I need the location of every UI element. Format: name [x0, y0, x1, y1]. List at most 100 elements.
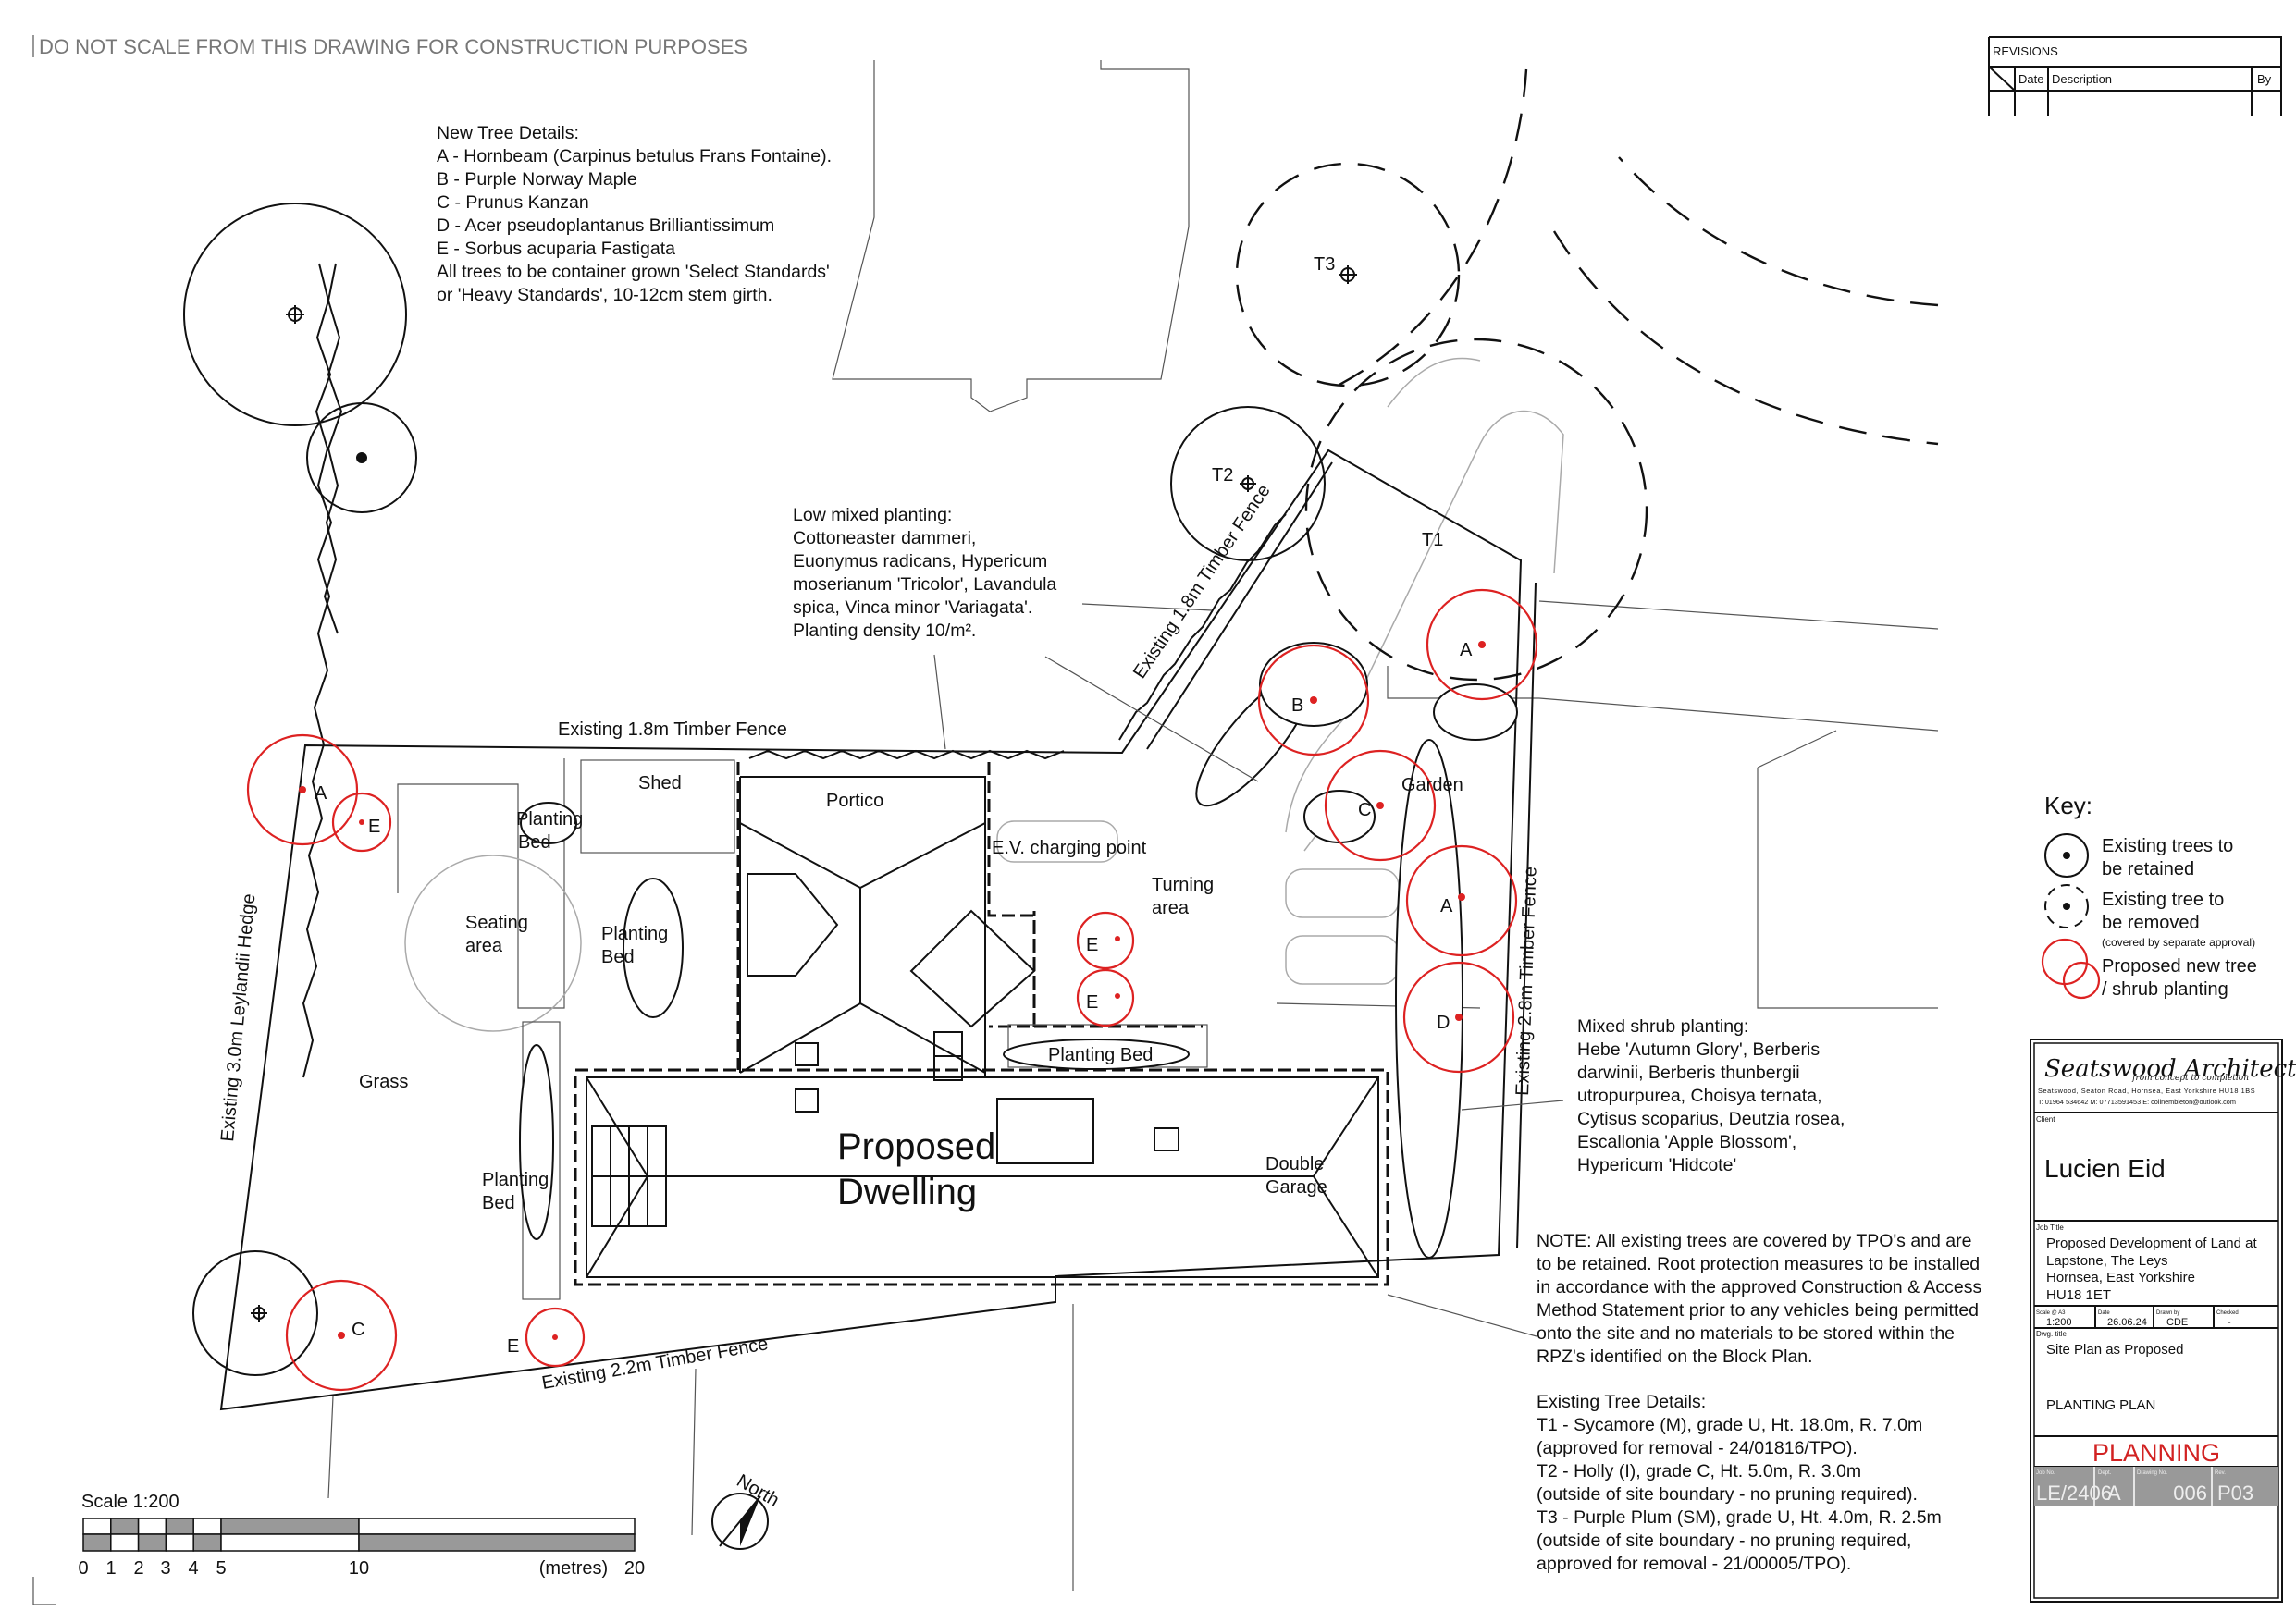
job-title-line: Lapstone, The Leys — [2046, 1253, 2167, 1269]
scale-tick: 2 — [133, 1558, 143, 1579]
scale-tick: 10 — [349, 1558, 369, 1579]
note-line: Escallonia 'Apple Blossom', — [1577, 1132, 1796, 1152]
note-line: All trees to be container grown 'Select … — [437, 262, 830, 282]
label-proposed-dwelling: Proposed — [837, 1126, 995, 1167]
tpo-note: NOTE: All existing trees are covered by … — [1537, 1231, 1982, 1367]
note-line: (outside of site boundary - no pruning r… — [1537, 1484, 1918, 1505]
label-hedge: Existing 3.0m Leylandii Hedge — [217, 892, 259, 1142]
note-line: or 'Heavy Standards', 10-12cm stem girth… — [437, 285, 772, 305]
note-line: NOTE: All existing trees are covered by … — [1537, 1231, 1972, 1251]
label-fence-diagonal: Existing 1.8m Timber Fence — [1129, 481, 1275, 682]
job-title-line: Proposed Development of Land at — [2046, 1236, 2257, 1251]
label-seating: Seating — [465, 913, 528, 933]
date-label: Date — [2098, 1310, 2110, 1316]
label-planting-bed: Bed — [601, 947, 635, 967]
key-proposed: Proposed new tree — [2102, 956, 2257, 977]
client-name: Lucien Eid — [2044, 1154, 2166, 1183]
shrub-planting — [519, 642, 1518, 1259]
revisions-col-by: By — [2257, 72, 2272, 86]
label-garden: Garden — [1401, 775, 1463, 795]
note-line: in accordance with the approved Construc… — [1537, 1277, 1982, 1297]
drawn-by-value: CDE — [2166, 1317, 2188, 1328]
label-planting-bed: Planting — [516, 809, 583, 830]
key-proposed: / shrub planting — [2102, 979, 2228, 1000]
note-line: Planting density 10/m². — [793, 621, 976, 641]
drawn-by-label: Drawn by — [2156, 1310, 2179, 1316]
scale-tick: 5 — [216, 1558, 226, 1579]
label-portico: Portico — [826, 791, 883, 811]
label-tree-b: B — [1291, 695, 1303, 716]
rev-label: Rev. — [2215, 1470, 2226, 1476]
dwg-title-label: Dwg. title — [2036, 1330, 2067, 1338]
company-logo: Seatswood Architects Ltd. — [2044, 1055, 2296, 1083]
revisions-col-description: Description — [2052, 72, 2112, 86]
existing-trees — [183, 162, 1648, 1376]
note-line: Existing Tree Details: — [1537, 1392, 1706, 1412]
date-value: 26.06.24 — [2107, 1317, 2147, 1328]
label-double-garage: Double — [1265, 1154, 1324, 1174]
client-label: Client — [2036, 1115, 2055, 1124]
label-tree-a: A — [315, 783, 327, 804]
note-line: to be retained. Root protection measures… — [1537, 1254, 1980, 1274]
note-line: D - Acer pseudoplantanus Brilliantissimu… — [437, 215, 774, 236]
label-tree-c: C — [352, 1320, 364, 1340]
note-line: (approved for removal - 24/01816/TPO). — [1537, 1438, 1858, 1458]
checked-label: Checked — [2216, 1310, 2239, 1316]
company-contact: T: 01964 534642 M: 07713591453 E: coline… — [2038, 1098, 2236, 1106]
key-retained: be retained — [2102, 859, 2194, 879]
existing-tree-t1 — [1304, 338, 1648, 682]
scale-tick: 3 — [160, 1558, 170, 1579]
mixed-shrub-note: Mixed shrub planting: Hebe 'Autumn Glory… — [1577, 1016, 1845, 1175]
note-line: Cytisus scoparius, Deutzia rosea, — [1577, 1109, 1845, 1129]
north-label: North — [734, 1470, 783, 1511]
existing-tree-retained — [306, 402, 417, 513]
key-removed: be removed — [2102, 913, 2200, 933]
label-tree-a: A — [1440, 896, 1453, 916]
note-line: E - Sorbus acuparia Fastigata — [437, 239, 675, 259]
label-seating-area: area — [465, 936, 503, 956]
label-tree-e: E — [1086, 935, 1098, 955]
label-fence-top: Existing 1.8m Timber Fence — [558, 719, 787, 740]
rev: P03 — [2217, 1482, 2253, 1505]
label-t3: T3 — [1314, 254, 1335, 275]
label-planting-bed: Planting — [482, 1170, 549, 1190]
note-line: onto the site and no materials to be sto… — [1537, 1323, 1955, 1344]
label-turning: Turning — [1152, 875, 1214, 895]
label-turning-area: area — [1152, 898, 1190, 918]
revisions-title: REVISIONS — [1993, 44, 2058, 58]
garden-structures — [397, 758, 735, 1300]
key-removed: Existing tree to — [2102, 890, 2224, 910]
scale-tick: 20 — [624, 1558, 645, 1579]
note-line: C - Prunus Kanzan — [437, 192, 589, 213]
key-retained: Existing trees to — [2102, 836, 2233, 856]
low-planting-note: Low mixed planting: Cottoneaster dammeri… — [793, 505, 1056, 641]
note-line: darwinii, Berberis thunbergii — [1577, 1063, 1800, 1083]
label-tree-c: C — [1358, 800, 1371, 820]
dwg-title: Site Plan as Proposed — [2046, 1342, 2183, 1358]
company-address: Seatswood, Seaton Road, Hornsea, East Yo… — [2038, 1087, 2255, 1095]
key-removed-note: (covered by separate approval) — [2102, 936, 2255, 949]
checked-value: - — [2228, 1317, 2231, 1328]
job-no: LE/2406 — [2036, 1482, 2112, 1505]
job-title-label: Job Title — [2036, 1223, 2064, 1232]
note-line: T3 - Purple Plum (SM), grade U, Ht. 4.0m… — [1537, 1507, 1942, 1528]
scale-value: 1:200 — [2046, 1317, 2072, 1328]
note-line: spica, Vinca minor 'Variagata'. — [793, 597, 1032, 618]
job-title-line: HU18 1ET — [2046, 1287, 2111, 1303]
note-line: New Tree Details: — [437, 123, 579, 143]
note-line: Low mixed planting: — [793, 505, 952, 525]
existing-tree-t3 — [1235, 162, 1461, 387]
existing-tree-details: Existing Tree Details: T1 - Sycamore (M)… — [1537, 1392, 1942, 1574]
label-shed: Shed — [638, 773, 682, 793]
note-line: utropurpurea, Choisya ternata, — [1577, 1086, 1822, 1106]
note-line: Hebe 'Autumn Glory', Berberis — [1577, 1039, 1820, 1060]
frame-corner — [32, 35, 56, 1605]
drawing-no-label: Drawing No. — [2137, 1470, 2167, 1476]
dwg-subtitle: PLANTING PLAN — [2046, 1397, 2155, 1413]
status-planning: PLANNING — [2092, 1439, 2220, 1467]
note-line: (outside of site boundary - no pruning r… — [1537, 1531, 1911, 1551]
scale-title: Scale 1:200 — [81, 1492, 179, 1512]
scale-tick: 0 — [78, 1558, 88, 1579]
scale-bar: Scale 1:200 0 1 2 3 4 5 10 20 (metres) — [78, 1492, 645, 1579]
